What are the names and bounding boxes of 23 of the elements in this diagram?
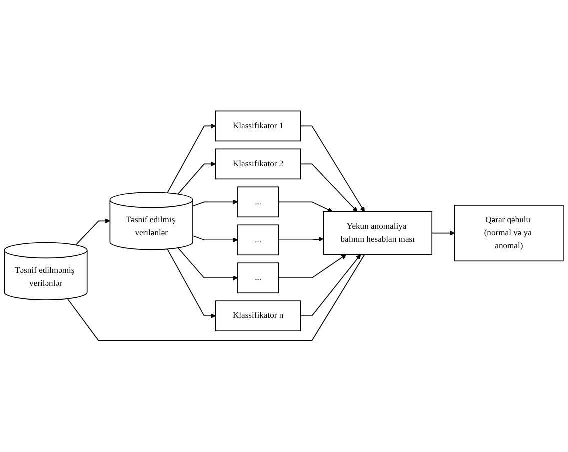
node-box: Klassifikator n: [215, 300, 302, 332]
node-box: ...: [238, 262, 280, 294]
arrow: [300, 164, 358, 212]
node-box: Qərar qəbulu (normal və ya anomal): [454, 205, 564, 262]
arrow: [278, 236, 324, 242]
arrow: [300, 126, 365, 212]
arrow: [167, 248, 216, 319]
node-box: ...: [238, 224, 280, 256]
arrow: [192, 236, 238, 243]
node-box: Klassifikator 2: [215, 148, 302, 180]
node-box: Yekun anomaliya balının hesablan ması: [323, 211, 433, 256]
arrow: [178, 248, 238, 281]
arrow: [278, 254, 347, 279]
arrow: [76, 218, 110, 246]
arrow: [178, 162, 216, 195]
arrow: [432, 230, 456, 236]
arrow: [192, 200, 238, 207]
arrow: [300, 254, 362, 316]
arrow: [278, 202, 333, 212]
connector: [67, 254, 366, 342]
arrow: [167, 124, 216, 194]
node-box: ...: [238, 186, 280, 218]
node-box: Klassifikator 1: [215, 110, 302, 142]
